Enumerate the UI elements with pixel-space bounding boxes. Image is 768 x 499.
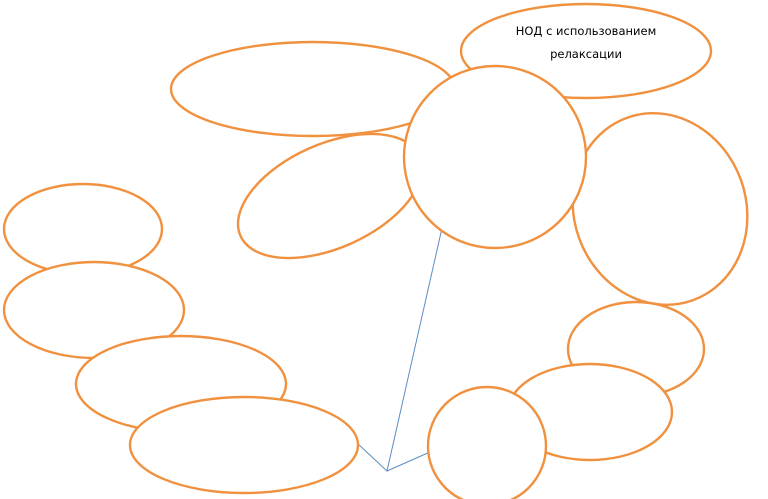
label-top-right: НОД с использованием релаксации [515,24,657,61]
ellipse-left-4[interactable] [128,395,360,495]
connector-line-right [386,451,431,472]
circle-center[interactable] [402,64,588,250]
ellipse-left-1[interactable] [2,182,164,276]
circle-bottom-right[interactable] [426,385,548,499]
ellipse-right-large-tilted[interactable] [546,88,768,329]
